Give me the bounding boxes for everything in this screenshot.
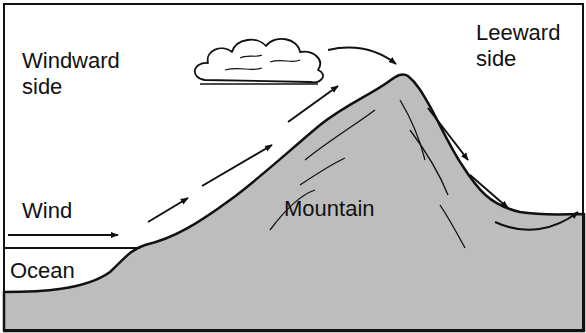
cloud bbox=[195, 39, 323, 84]
region-label: Windward side bbox=[22, 48, 152, 100]
ocean-label: Ocean bbox=[10, 258, 100, 284]
mountain-shape bbox=[4, 74, 584, 331]
wind-label: Wind bbox=[22, 198, 112, 224]
mountain-label: Mountain bbox=[284, 196, 424, 222]
ridge-lines bbox=[270, 100, 465, 248]
frame bbox=[4, 4, 583, 330]
ocean-surface bbox=[4, 247, 140, 249]
wind-arrows bbox=[8, 48, 578, 235]
region-label: Leeward side bbox=[476, 20, 576, 72]
